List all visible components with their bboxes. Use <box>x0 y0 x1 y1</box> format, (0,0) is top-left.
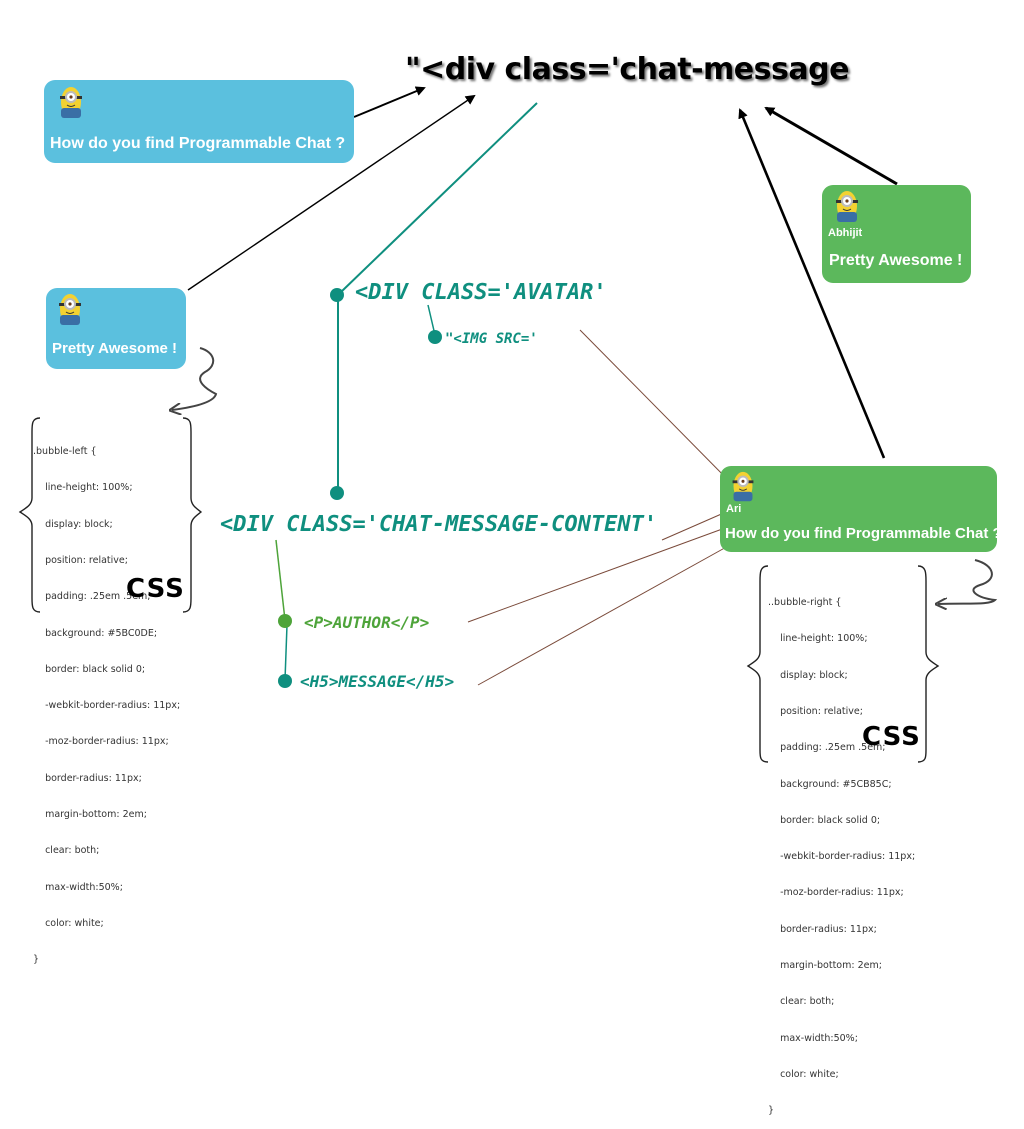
curly-arrows <box>172 347 998 604</box>
chat-message-text: How do you find Programmable Chat ? <box>725 525 1002 542</box>
chat-bubble-left-answer: Pretty Awesome ! <box>46 288 186 369</box>
css-bubble-right: ..bubble-right { line-height: 100%; disp… <box>768 597 916 1117</box>
chat-message-text: Pretty Awesome ! <box>829 252 963 269</box>
css-tag-right: CSS <box>862 722 921 752</box>
chat-author: Abhijit <box>828 227 863 239</box>
arrows-to-title <box>187 86 898 459</box>
chat-author: Ari <box>726 503 742 515</box>
minion-avatar-icon <box>59 294 81 325</box>
connector-layer <box>18 86 998 763</box>
css-tag-left: CSS <box>126 574 185 604</box>
label-message-tag: <H5>MESSAGE</H5> <box>300 672 455 691</box>
label-avatar-div: <DIV CLASS='AVATAR' <box>355 280 607 305</box>
minion-avatar-icon <box>60 87 82 118</box>
label-img-src: "<IMG SRC=' <box>445 331 538 347</box>
teal-dots <box>278 288 442 688</box>
page-title: "<div class='chat-message <box>405 52 849 87</box>
teal-tree <box>275 102 538 681</box>
label-author-tag: <P>AUTHOR</P> <box>304 613 430 632</box>
chat-message-text: Pretty Awesome ! <box>52 340 178 357</box>
chat-bubble-left-question: How do you find Programmable Chat ? <box>44 80 354 163</box>
braces <box>18 417 940 763</box>
label-chat-message-content: <DIV CLASS='CHAT-MESSAGE-CONTENT' <box>220 512 658 537</box>
chat-bubble-right-question: Ari How do you find Programmable Chat ? <box>720 466 1002 552</box>
minion-avatar-icon <box>836 191 858 222</box>
chat-bubble-right-answer: Abhijit Pretty Awesome ! <box>822 185 971 283</box>
brown-links <box>467 329 736 686</box>
chat-message-text: How do you find Programmable Chat ? <box>50 135 346 152</box>
minion-avatar-icon <box>732 471 754 502</box>
css-bubble-left: .bubble-left { line-height: 100%; displa… <box>33 446 181 966</box>
